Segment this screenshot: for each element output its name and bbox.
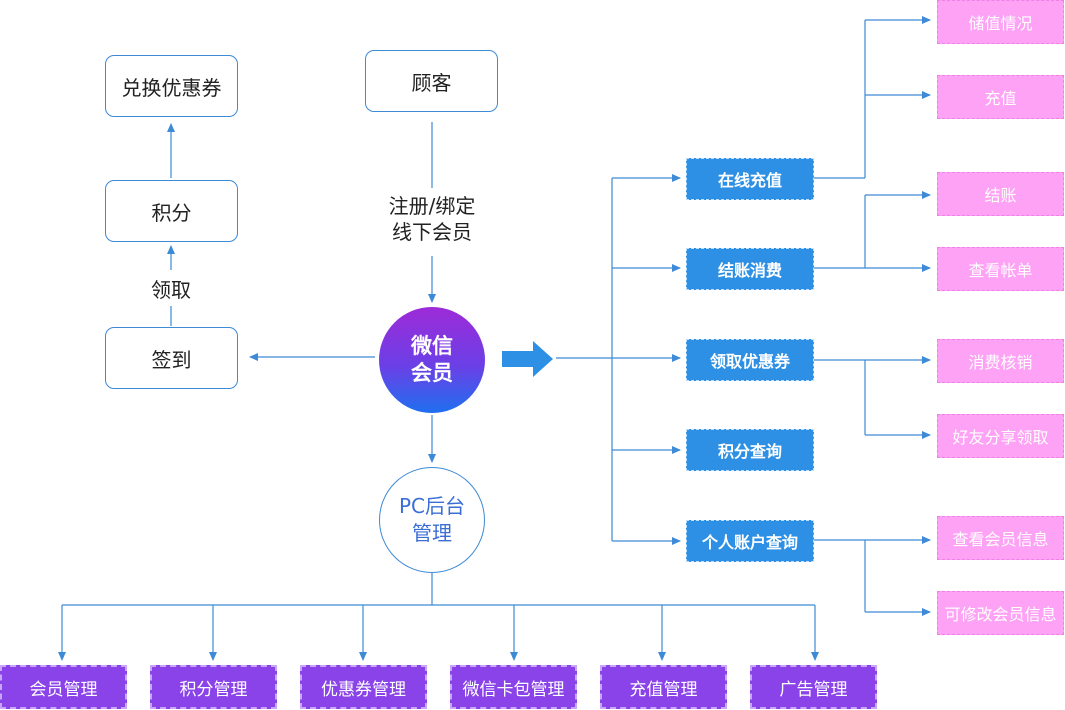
sub-item-label: 可修改会员信息	[944, 605, 1057, 624]
redeem-coupon-box: 兑换优惠券	[105, 55, 238, 117]
sub-friend-share: 好友分享领取	[937, 414, 1064, 458]
admin-recharge-management: 充值管理	[600, 665, 727, 709]
function-online-recharge: 在线充值	[686, 158, 814, 200]
sub-item-label: 储值情况	[968, 14, 1033, 33]
checkin-label: 签到	[151, 347, 192, 372]
function-label: 领取优惠券	[709, 352, 790, 371]
register-label-line-1: 注册/绑定	[388, 194, 476, 218]
sub-item-label: 查看会员信息	[952, 530, 1049, 549]
sub-item-label: 查看帐单	[968, 261, 1033, 280]
function-checkout: 结账消费	[686, 248, 814, 290]
register-label: 注册/绑定 线下会员	[376, 193, 488, 245]
admin-coupon-management: 优惠券管理	[300, 665, 427, 709]
customer-label: 顾客	[411, 70, 452, 95]
checkin-box: 签到	[105, 327, 238, 389]
sub-item-label: 好友分享领取	[952, 428, 1049, 447]
member-label-line-1: 微信	[411, 334, 453, 358]
sub-recharge: 充值	[937, 75, 1064, 119]
wechat-member-node: 微信 会员	[379, 307, 485, 413]
pc-label-line-2: 管理	[412, 521, 452, 545]
admin-module-label: 广告管理	[779, 679, 848, 700]
function-label: 在线充值	[717, 171, 782, 190]
admin-module-label: 充值管理	[629, 679, 698, 700]
admin-ad-management: 广告管理	[750, 665, 877, 709]
function-account-query: 个人账户查询	[686, 520, 814, 562]
block-arrow-icon	[502, 341, 553, 377]
admin-module-label: 积分管理	[179, 679, 248, 700]
admin-module-label: 微信卡包管理	[462, 679, 565, 700]
pc-backend-node: PC后台 管理	[379, 467, 485, 573]
register-label-line-2: 线下会员	[392, 220, 472, 244]
sub-item-label: 消费核销	[968, 353, 1033, 372]
sub-item-label: 充值	[984, 89, 1017, 108]
sub-view-bill: 查看帐单	[937, 247, 1064, 291]
sub-checkout: 结账	[937, 172, 1064, 216]
sub-consume-writeoff: 消费核销	[937, 339, 1064, 383]
redeem-coupon-label: 兑换优惠券	[121, 75, 222, 100]
sub-view-member-info: 查看会员信息	[937, 516, 1064, 560]
admin-module-label: 会员管理	[29, 679, 98, 700]
pc-label-line-1: PC后台	[398, 494, 466, 518]
admin-points-management: 积分管理	[150, 665, 277, 709]
points-label: 积分	[151, 200, 192, 225]
sub-stored-value: 储值情况	[937, 0, 1064, 44]
function-label: 结账消费	[717, 261, 782, 280]
function-points-query: 积分查询	[686, 429, 814, 471]
customer-box: 顾客	[365, 50, 498, 112]
admin-module-label: 优惠券管理	[321, 679, 406, 700]
points-box: 积分	[105, 180, 238, 242]
function-label: 积分查询	[717, 442, 782, 461]
member-label-line-2: 会员	[411, 361, 453, 385]
claim-label: 领取	[136, 277, 206, 303]
function-claim-coupon: 领取优惠券	[686, 339, 814, 381]
admin-card-wallet-management: 微信卡包管理	[450, 665, 577, 709]
admin-member-management: 会员管理	[0, 665, 127, 709]
function-label: 个人账户查询	[701, 533, 798, 552]
sub-edit-member-info: 可修改会员信息	[937, 591, 1064, 635]
sub-item-label: 结账	[984, 186, 1017, 205]
